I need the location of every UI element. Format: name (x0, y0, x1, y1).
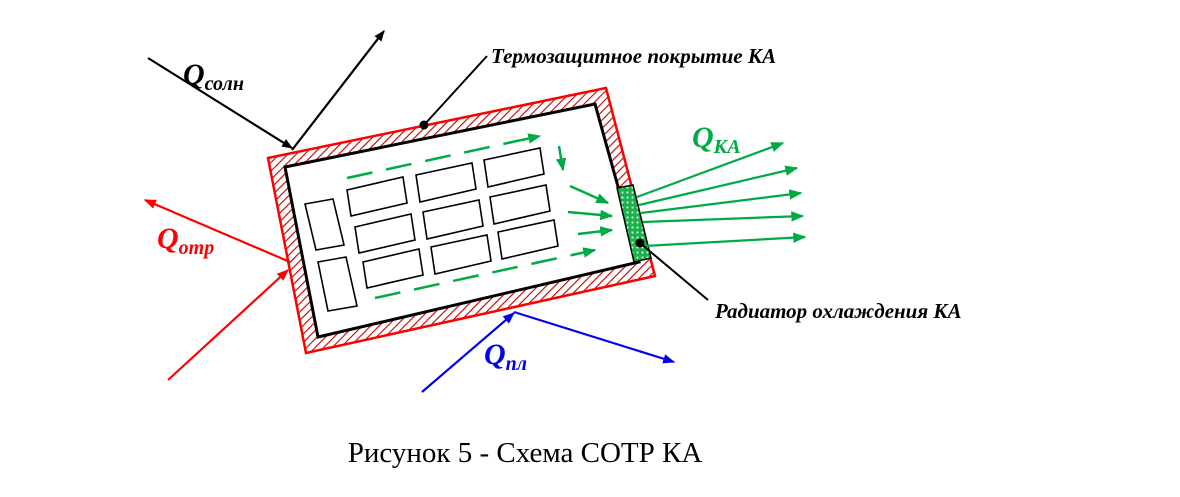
radiator-label: Радиатор охлаждения КА (714, 299, 962, 323)
equipment-block (317, 256, 358, 312)
equipment-block (415, 162, 477, 203)
coating-leader (423, 55, 488, 126)
internal-heat-flow (346, 133, 614, 300)
radiator-leader-dot (635, 238, 645, 248)
q-otr-label: Qотр (157, 222, 214, 259)
equipment-block (422, 199, 484, 240)
flow-arrow (577, 226, 614, 237)
figure-caption: Рисунок 5 - Схема СОТР КА (348, 437, 703, 469)
coating-label: Термозащитное покрытие КА (491, 44, 776, 68)
flow-arrow (569, 184, 610, 205)
solar-flux (147, 30, 385, 151)
equipment-block (483, 147, 545, 188)
equipment-blocks (304, 147, 559, 312)
ka-arrow (638, 165, 799, 207)
pl-outgoing-arrow (513, 310, 676, 364)
flow-arrow (567, 209, 614, 221)
planet-flux (421, 310, 676, 393)
flow-arrow (555, 145, 567, 172)
q-sun-label: Qсолн (183, 58, 244, 95)
ka-arrow (640, 189, 803, 215)
equipment-block (354, 213, 416, 254)
equipment-block (346, 176, 408, 217)
equipment-block (489, 184, 551, 225)
leader-lines (423, 55, 709, 301)
equipment-block (304, 198, 345, 251)
ka-arrow (642, 211, 805, 224)
otr-outgoing-arrow (143, 198, 291, 264)
reflected-flux (143, 198, 291, 381)
radiator-leader (639, 242, 709, 301)
ka-arrow (643, 232, 807, 248)
equipment-block (430, 234, 492, 275)
pl-incoming-arrow (421, 312, 515, 393)
q-pl-label: Qпл (484, 338, 527, 375)
equipment-block (497, 219, 559, 260)
q-ka-label: QКА (692, 121, 741, 158)
sun-incoming-arrow (147, 57, 293, 149)
flow-arrow (346, 133, 542, 180)
sun-reflected-arrow (291, 30, 385, 151)
coating-leader-dot (419, 120, 429, 130)
ka-arrow (636, 141, 785, 199)
radiated-heat-arrows (636, 141, 807, 248)
equipment-block (362, 248, 424, 289)
otr-incoming-arrow (167, 269, 289, 381)
